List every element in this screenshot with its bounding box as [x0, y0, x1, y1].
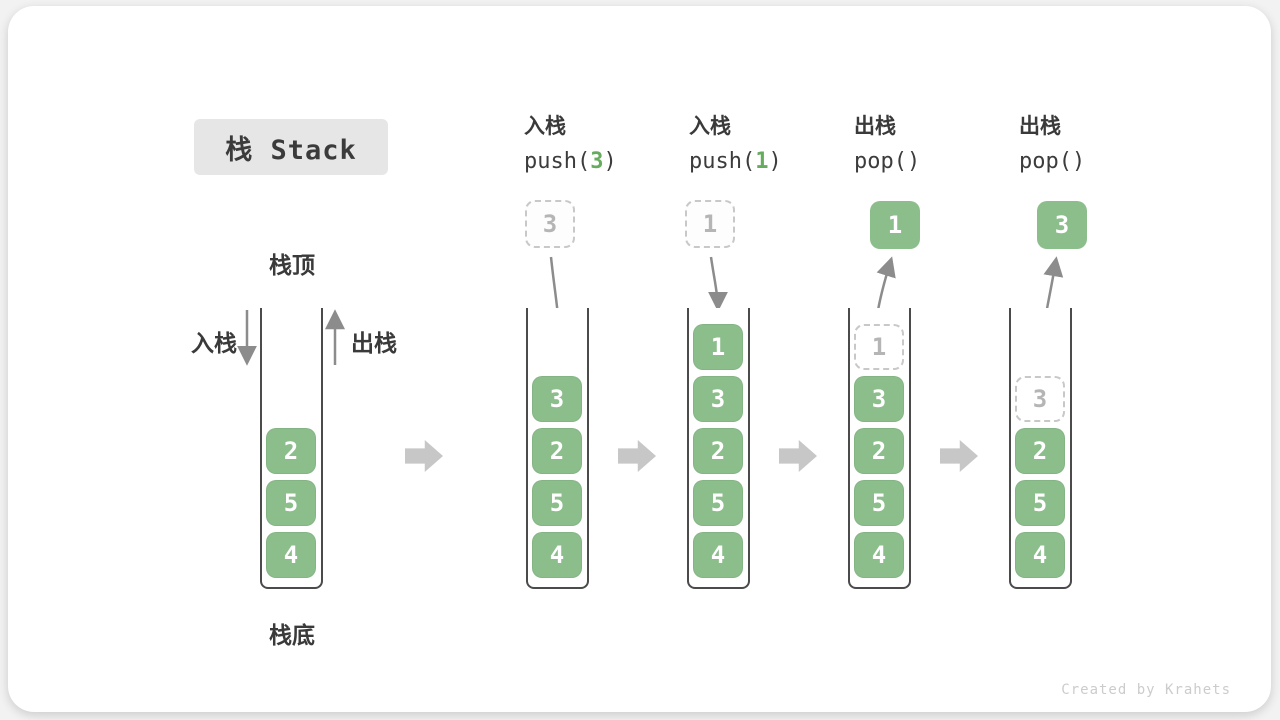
- stack-cell-ghost: 3: [1015, 376, 1065, 422]
- floating-value-box-ghost: 3: [525, 200, 575, 248]
- step-code-label: pop(): [854, 149, 920, 174]
- stack-container: 3 2 5 4: [526, 308, 589, 589]
- stack-cell: 2: [266, 428, 316, 474]
- stack-cell: 1: [693, 324, 743, 370]
- stack-container: 1 3 2 5 4: [848, 308, 911, 589]
- code-suffix: ): [1071, 149, 1086, 174]
- step-code-label: pop(): [1019, 149, 1085, 174]
- code-suffix: ): [906, 149, 921, 174]
- stack-cell: 5: [854, 480, 904, 526]
- stack-cell: 5: [532, 480, 582, 526]
- flow-arrow-icon: [779, 440, 817, 472]
- code-prefix: pop(: [854, 149, 907, 174]
- floating-value-box: 3: [1037, 201, 1087, 249]
- code-suffix: ): [603, 149, 617, 174]
- stack-cell: 4: [854, 532, 904, 578]
- stack-cell: 2: [854, 428, 904, 474]
- stack-cell: 2: [1015, 428, 1065, 474]
- push-arrow-icon: [707, 256, 728, 312]
- stack-cell: 3: [854, 376, 904, 422]
- floating-value-box-ghost: 1: [685, 200, 735, 248]
- stack-cell: 5: [266, 480, 316, 526]
- step-op-label: 入栈: [524, 115, 566, 138]
- flow-arrow-icon: [405, 440, 443, 472]
- code-prefix: push(: [524, 149, 591, 174]
- step-code-label: push(3): [524, 149, 617, 174]
- stack-top-label: 栈顶: [269, 252, 315, 278]
- stack-cell-ghost: 1: [854, 324, 904, 370]
- push-side-label: 入栈: [191, 330, 237, 356]
- stack-container: 1 3 2 5 4: [687, 308, 750, 589]
- stack-cell: 4: [1015, 532, 1065, 578]
- floating-value-box: 1: [870, 201, 920, 249]
- watermark: Created by Krahets: [1061, 682, 1231, 698]
- stack-cell: 5: [1015, 480, 1065, 526]
- code-prefix: push(: [689, 149, 756, 174]
- step-header: 出栈 pop(): [1019, 110, 1085, 174]
- arrows-overlay: [237, 256, 1064, 368]
- code-argument: 3: [590, 149, 604, 174]
- diagram-title: 栈 Stack: [194, 119, 388, 175]
- stack-cell: 4: [532, 532, 582, 578]
- flow-arrow-icon: [618, 440, 656, 472]
- stack-container: 2 5 4: [260, 308, 323, 589]
- flow-arrow-icon: [940, 440, 978, 472]
- step-op-label: 出栈: [854, 115, 896, 138]
- stack-cell: 2: [693, 428, 743, 474]
- step-header: 入栈 push(3): [524, 110, 617, 174]
- stack-cell: 5: [693, 480, 743, 526]
- code-suffix: ): [768, 149, 782, 174]
- pop-side-label: 出栈: [351, 330, 397, 356]
- step-code-label: push(1): [689, 149, 782, 174]
- step-op-label: 入栈: [689, 115, 731, 138]
- stack-cell: 3: [532, 376, 582, 422]
- stack-cell: 2: [532, 428, 582, 474]
- step-header: 出栈 pop(): [854, 110, 920, 174]
- stack-cell: 4: [266, 532, 316, 578]
- step-op-label: 出栈: [1019, 115, 1061, 138]
- stack-cell: 4: [693, 532, 743, 578]
- step-header: 入栈 push(1): [689, 110, 782, 174]
- stack-cell: 3: [693, 376, 743, 422]
- code-prefix: pop(: [1019, 149, 1072, 174]
- stack-bottom-label: 栈底: [269, 622, 315, 648]
- stack-container: 3 2 5 4: [1009, 308, 1072, 589]
- code-argument: 1: [755, 149, 769, 174]
